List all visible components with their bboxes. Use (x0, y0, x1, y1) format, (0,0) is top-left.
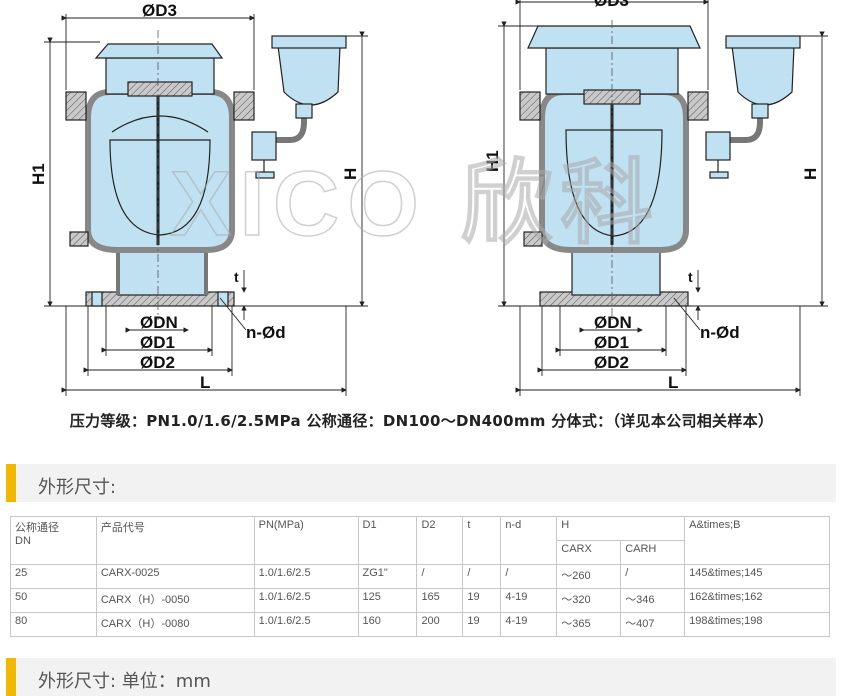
table-cell: CARX（H）-0050 (95, 588, 255, 613)
left-l-label: L (200, 373, 210, 392)
left-d2-label: ØD2 (140, 353, 175, 372)
spec-table: 公称通径 DN 产品代号 PN(MPa) D1 D2 t n-d H A&tim… (10, 516, 830, 637)
col-header-dn: 公称通径 DN (10, 516, 97, 565)
table-row: 50 CARX（H）-0050 1.0/1.6/2.5 125 165 19 4… (10, 588, 830, 613)
col-header-nd: n-d (500, 516, 558, 565)
table-cell: ～320 (556, 588, 622, 613)
left-d1-label: ØD1 (140, 333, 175, 352)
table-cell: 4-19 (500, 588, 558, 613)
table-cell: / (416, 564, 464, 589)
col-header-pn: PN(MPa) (253, 516, 359, 565)
right-l-label: L (668, 373, 678, 392)
right-dimension-labels: ØD3 H1 H t ØDN ØD1 ØD2 L n-Ød (483, 0, 820, 392)
col-header-model: 产品代号 (95, 516, 255, 565)
table-cell: 162&times;162 (684, 588, 830, 613)
table-cell: ～260 (556, 564, 622, 589)
table-cell: 19 (462, 612, 502, 637)
left-dimensions (44, 14, 368, 396)
table-cell: 145&times;145 (684, 564, 830, 589)
table-cell: ～346 (620, 588, 686, 613)
col-header-d1: D1 (357, 516, 418, 565)
section-title: 外形尺寸: (38, 477, 117, 498)
watermark: XICO 欣科 (170, 153, 661, 255)
table-cell: 1.0/1.6/2.5 (253, 564, 359, 589)
section-title-unit: 外形尺寸: 单位：mm (38, 671, 211, 692)
right-nd-label: n-Ød (700, 323, 740, 342)
right-t-label: t (688, 269, 693, 285)
table-cell: 198&times;198 (684, 612, 830, 637)
left-h1-label: H1 (29, 163, 48, 185)
table-cell: 25 (10, 564, 97, 589)
section-accent (6, 658, 16, 696)
right-valve-drawing (519, 20, 801, 320)
table-cell: / (620, 564, 686, 589)
col-header-d2: D2 (416, 516, 464, 565)
pressure-caption: 压力等级：PN1.0/1.6/2.5MPa 公称通径：DN100～DN400mm… (69, 412, 774, 430)
table-cell: / (500, 564, 558, 589)
section-header-dimensions: 外形尺寸: (6, 464, 836, 502)
col-header-t: t (462, 516, 502, 565)
table-cell: 200 (416, 612, 464, 637)
right-d3-label: ØD3 (594, 0, 629, 10)
right-dn-label: ØDN (594, 313, 632, 332)
table-cell: 1.0/1.6/2.5 (253, 588, 359, 613)
table-cell: CARX-0025 (95, 564, 255, 589)
valve-drawings-svg: ØD3 H1 H t ØDN ØD1 ØD2 L n-Ød (29, 0, 828, 396)
col-header-carx: CARX (556, 540, 622, 565)
left-t-label: t (234, 269, 239, 285)
table-cell: 125 (357, 588, 418, 613)
section-header-dimensions-unit: 外形尺寸: 单位：mm (6, 658, 836, 696)
technical-drawing: ØD3 H1 H t ØDN ØD1 ØD2 L n-Ød (29, 0, 828, 396)
table-header-row: 公称通径 DN 产品代号 PN(MPa) D1 D2 t n-d H A&tim… (10, 516, 830, 565)
right-h1-label: H1 (483, 150, 502, 172)
table-subheader-row: CARX CARH (11, 540, 830, 565)
section-accent (6, 464, 16, 502)
left-h-label: H (341, 168, 360, 180)
right-h-label: H (801, 168, 820, 180)
right-d1-label: ØD1 (594, 333, 629, 352)
left-dn-label: ØDN (140, 313, 178, 332)
table-cell: 80 (10, 612, 97, 637)
table-cell: 165 (416, 588, 464, 613)
table-cell: 1.0/1.6/2.5 (253, 612, 359, 637)
col-header-h: H (556, 516, 686, 541)
right-dimensions (498, 0, 828, 396)
col-header-carh: CARH (620, 540, 686, 565)
left-valve-drawing (65, 30, 347, 320)
table-cell: ZG1" (357, 564, 418, 589)
left-nd-label: n-Ød (246, 323, 286, 342)
left-dimension-labels: ØD3 H1 H t ØDN ØD1 ØD2 L n-Ød (29, 1, 360, 392)
col-header-ab: A&times;B (684, 516, 830, 565)
table-row: 80 CARX（H）-0080 1.0/1.6/2.5 160 200 19 4… (10, 612, 830, 637)
table-row: 25 CARX-0025 1.0/1.6/2.5 ZG1" / / / ～260… (10, 564, 830, 589)
table-cell: 50 (10, 588, 97, 613)
table-cell: CARX（H）-0080 (95, 612, 255, 637)
table-cell: 160 (357, 612, 418, 637)
table-cell: ～365 (556, 612, 622, 637)
table-cell: 4-19 (500, 612, 558, 637)
table-cell: / (462, 564, 502, 589)
right-d2-label: ØD2 (594, 353, 629, 372)
table-cell: ～407 (620, 612, 686, 637)
table-cell: 19 (462, 588, 502, 613)
left-d3-label: ØD3 (142, 1, 177, 20)
